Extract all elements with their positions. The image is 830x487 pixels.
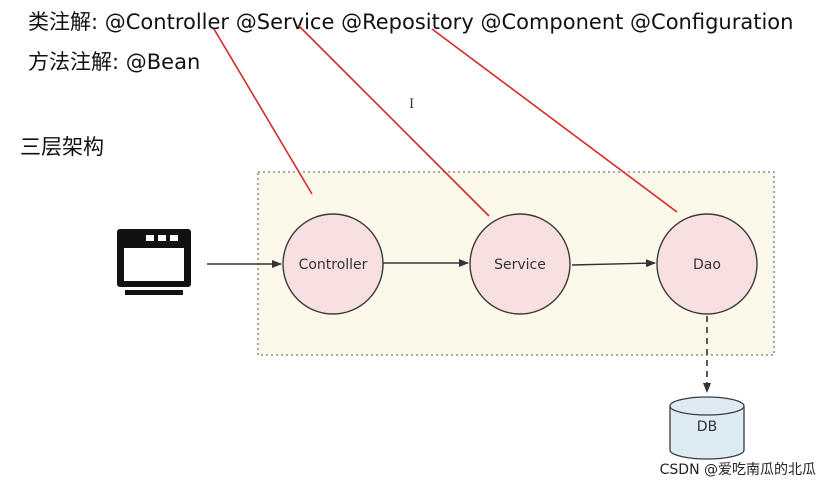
database-cylinder bbox=[669, 396, 745, 460]
database-label: DB bbox=[697, 419, 717, 435]
service-node bbox=[469, 213, 571, 315]
annotation-repository: @Repository bbox=[341, 10, 474, 34]
service-node-label: Service bbox=[494, 257, 546, 273]
section-title: 三层架构 bbox=[20, 135, 104, 159]
method-annotation-line: 方法注解: @Bean bbox=[28, 46, 200, 76]
pointer-line-service bbox=[297, 24, 490, 217]
annotation-bean: @Bean bbox=[125, 50, 201, 74]
pointer-line-repository bbox=[431, 28, 678, 213]
annotation-component: @Component bbox=[480, 10, 624, 34]
class-annotation-line: 类注解: @Controller @Service @Repository @C… bbox=[28, 6, 793, 36]
text-cursor-icon: I bbox=[409, 97, 415, 112]
arrow-service-to-dao bbox=[571, 259, 656, 268]
controller-node bbox=[282, 213, 384, 315]
dao-node bbox=[656, 213, 758, 315]
client-monitor-icon bbox=[117, 229, 191, 295]
class-annotation-label: 类注解: bbox=[28, 10, 99, 34]
watermark: CSDN @爱吃南瓜的北瓜 bbox=[659, 462, 816, 478]
pointer-line-controller bbox=[213, 28, 313, 195]
annotation-configuration: @Configuration bbox=[630, 10, 794, 34]
method-annotation-label: 方法注解: bbox=[28, 50, 120, 74]
annotation-controller: @Controller bbox=[104, 10, 230, 34]
annotation-service: @Service bbox=[235, 10, 335, 34]
dao-node-label: Dao bbox=[693, 257, 721, 273]
controller-node-label: Controller bbox=[299, 257, 368, 273]
